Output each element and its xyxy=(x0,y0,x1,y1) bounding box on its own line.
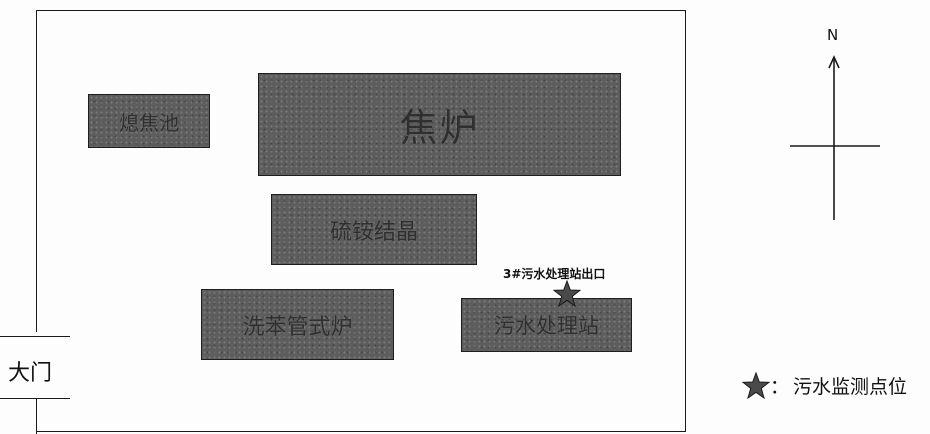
gate-label: 大门 xyxy=(8,361,53,386)
ammonium-sulfate-building: 硫铵结晶 xyxy=(271,194,477,265)
legend-star-icon xyxy=(742,372,770,399)
legend-separator: ： xyxy=(770,376,790,398)
gate-lower-wall xyxy=(36,398,37,434)
legend-label: 污水监测点位 xyxy=(793,376,908,398)
tube-furnace-label: 洗苯管式炉 xyxy=(242,314,353,340)
quench-pool-building: 熄焦池 xyxy=(88,94,210,148)
north-arrow-icon xyxy=(790,55,880,220)
wastewater-station-building: 污水处理站 xyxy=(461,298,632,352)
quench-pool-label: 熄焦池 xyxy=(119,110,179,135)
gate-bottom-line xyxy=(0,398,70,399)
wastewater-station-label: 污水处理站 xyxy=(494,314,599,338)
coke-oven-label: 焦炉 xyxy=(399,106,480,150)
gate-opening xyxy=(30,332,44,406)
monitoring-point-star-icon xyxy=(553,280,581,307)
monitoring-point-label: 3#污水处理站出口 xyxy=(503,267,606,281)
site-boundary xyxy=(36,10,686,432)
gate-top-line xyxy=(0,336,70,337)
coke-oven-building: 焦炉 xyxy=(258,73,621,176)
tube-furnace-building: 洗苯管式炉 xyxy=(201,289,394,360)
north-label: N xyxy=(827,26,839,44)
ammonium-sulfate-label: 硫铵结晶 xyxy=(329,219,418,245)
legend: ： 污水监测点位 xyxy=(742,372,907,399)
